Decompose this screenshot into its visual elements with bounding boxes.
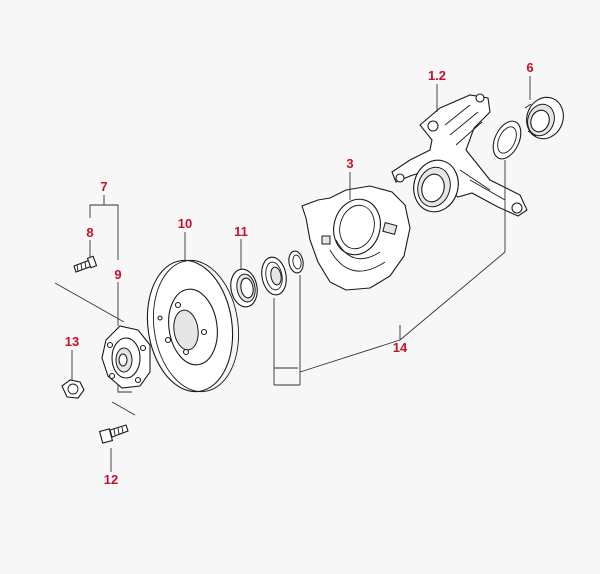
brake-disc-part[interactable] [139, 255, 247, 397]
callout-11: 11 [234, 224, 248, 239]
callout-3: 3 [346, 156, 353, 171]
leader-lines [54, 76, 531, 472]
knuckle-bearing-part[interactable] [488, 117, 527, 163]
callout-6: 6 [526, 60, 533, 75]
callout-12: 12 [104, 472, 118, 487]
callout-labels: 1.2 6 3 10 11 7 8 9 13 12 14 [65, 60, 534, 487]
steering-knuckle-part[interactable] [391, 93, 528, 217]
callout-13: 13 [65, 334, 79, 349]
callout-7: 7 [100, 179, 107, 194]
dust-shield-part[interactable] [301, 185, 411, 291]
bearing-race-part[interactable] [287, 250, 305, 274]
outer-bearing-part[interactable] [521, 92, 569, 144]
hub-nut-part[interactable] [61, 379, 85, 399]
inner-bearing-part[interactable] [259, 255, 289, 297]
bolt-part[interactable] [98, 424, 129, 444]
callout-9: 9 [114, 267, 121, 282]
wheel-stud-part[interactable] [73, 255, 98, 273]
wheel-hub-part[interactable] [101, 325, 151, 389]
callout-8: 8 [86, 225, 93, 240]
callout-10: 10 [178, 216, 192, 231]
callout-1-2: 1.2 [428, 68, 446, 83]
oil-seal-part[interactable] [228, 267, 260, 309]
callout-14: 14 [393, 340, 408, 355]
